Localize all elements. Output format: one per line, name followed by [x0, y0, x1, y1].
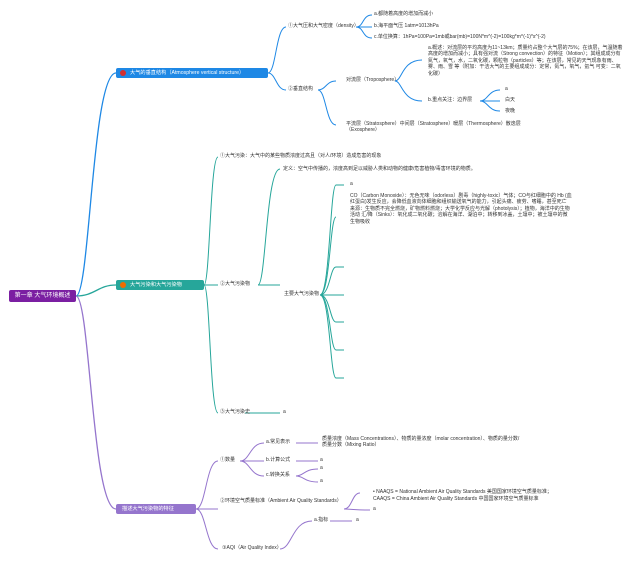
node-main-pollutants[interactable]: 主要大气污染物: [284, 291, 320, 297]
node-formula[interactable]: b.计算公式: [266, 457, 291, 463]
node-carbon-monoxide[interactable]: CO（Carbon Monoxide）：无色无味（odorless）剧毒（hig…: [350, 193, 572, 225]
node-conversion-b[interactable]: a: [320, 478, 323, 484]
node-caaqs[interactable]: CAAQS = China Ambient Air Quality Standa…: [373, 496, 539, 502]
node-pollutants[interactable]: ②大气污染物: [220, 281, 251, 287]
node-formula-a[interactable]: a: [320, 457, 323, 463]
node-concentration-types[interactable]: 质量浓度（Mass Concentrations）、物质的量浓度（molar c…: [322, 436, 520, 449]
node-common-expression[interactable]: a.常见表示: [266, 439, 291, 445]
node-conversion[interactable]: c.转换关系: [266, 472, 290, 478]
branch-label: 大气的垂直结构（Atmosphere vertical structure）: [130, 70, 245, 76]
branch-air-pollution[interactable]: 大气污染和大气污染物: [116, 280, 204, 290]
node-aqi[interactable]: ③AQI（Air Quality Index）: [222, 545, 282, 551]
node-air-quality-standards[interactable]: ②环境空气质量标准（Ambient Air Quality Standards）: [220, 498, 342, 504]
branch-label: 描述大气污染物的特征: [122, 506, 174, 512]
node-boundary-layer[interactable]: b.重点关注：边界层: [428, 97, 473, 103]
node-troposphere-overview[interactable]: a.概述：对流层的平均高度为11~13km；质量约占整个大气层的75%；在该层，…: [428, 45, 623, 77]
node-aqi-indicator[interactable]: a.指标: [314, 517, 329, 523]
node-pressure-density[interactable]: ①大气压和大气密度（density）: [288, 23, 359, 29]
topic-icon: [120, 70, 126, 76]
node-other-layers[interactable]: 平流层（Stratosphere）中间层（Stratosphere）暖层（The…: [346, 121, 521, 134]
node-troposphere[interactable]: 对流层（Troposphere）: [346, 77, 400, 83]
node-standards-a[interactable]: a: [373, 506, 376, 512]
node-night[interactable]: 夜晚: [505, 108, 516, 114]
node-pollution-history[interactable]: ③大气污染史: [220, 409, 251, 415]
node-pressure-c[interactable]: c.单位换算：1hPa=100Pa=1mb或bar(mb)=100N*m^(-2…: [374, 34, 546, 40]
node-vertical-structure[interactable]: ②垂直结构: [288, 86, 314, 92]
node-aqi-indicator-a[interactable]: a: [356, 517, 359, 523]
node-pollutant-definition[interactable]: 定义：空气中传播的，浓度高到足以威胁人类和动物的健康/危害植物/毒害环境的物质。: [283, 166, 476, 172]
branch-pollutant-characteristics[interactable]: 描述大气污染物的特征: [116, 504, 196, 514]
branch-atmosphere-structure[interactable]: 大气的垂直结构（Atmosphere vertical structure）: [116, 68, 268, 78]
node-history-a[interactable]: a: [283, 409, 286, 415]
node-quantity[interactable]: ①数量: [220, 457, 236, 463]
node-pressure-b[interactable]: b.海平面气压 1atm=1013hPa: [374, 23, 439, 29]
node-main-a[interactable]: a: [350, 181, 353, 187]
branch-label: 大气污染和大气污染物: [130, 282, 182, 288]
node-boundary-a[interactable]: a: [505, 86, 508, 92]
root-node[interactable]: 第一章 大气环境概述: [9, 290, 76, 302]
node-air-pollution-definition[interactable]: ①大气污染：大气中的某些物质浓度过高且（对人/环境）造成危害的现象: [220, 153, 382, 159]
topic-icon: [120, 282, 126, 288]
node-naaqs[interactable]: • NAAQS = National Ambient Air Quality S…: [373, 489, 552, 495]
node-pressure-a[interactable]: a.都随着高度的增加而减小: [374, 11, 434, 17]
node-daytime[interactable]: 白天: [505, 97, 516, 103]
node-conversion-a[interactable]: a: [320, 465, 323, 471]
